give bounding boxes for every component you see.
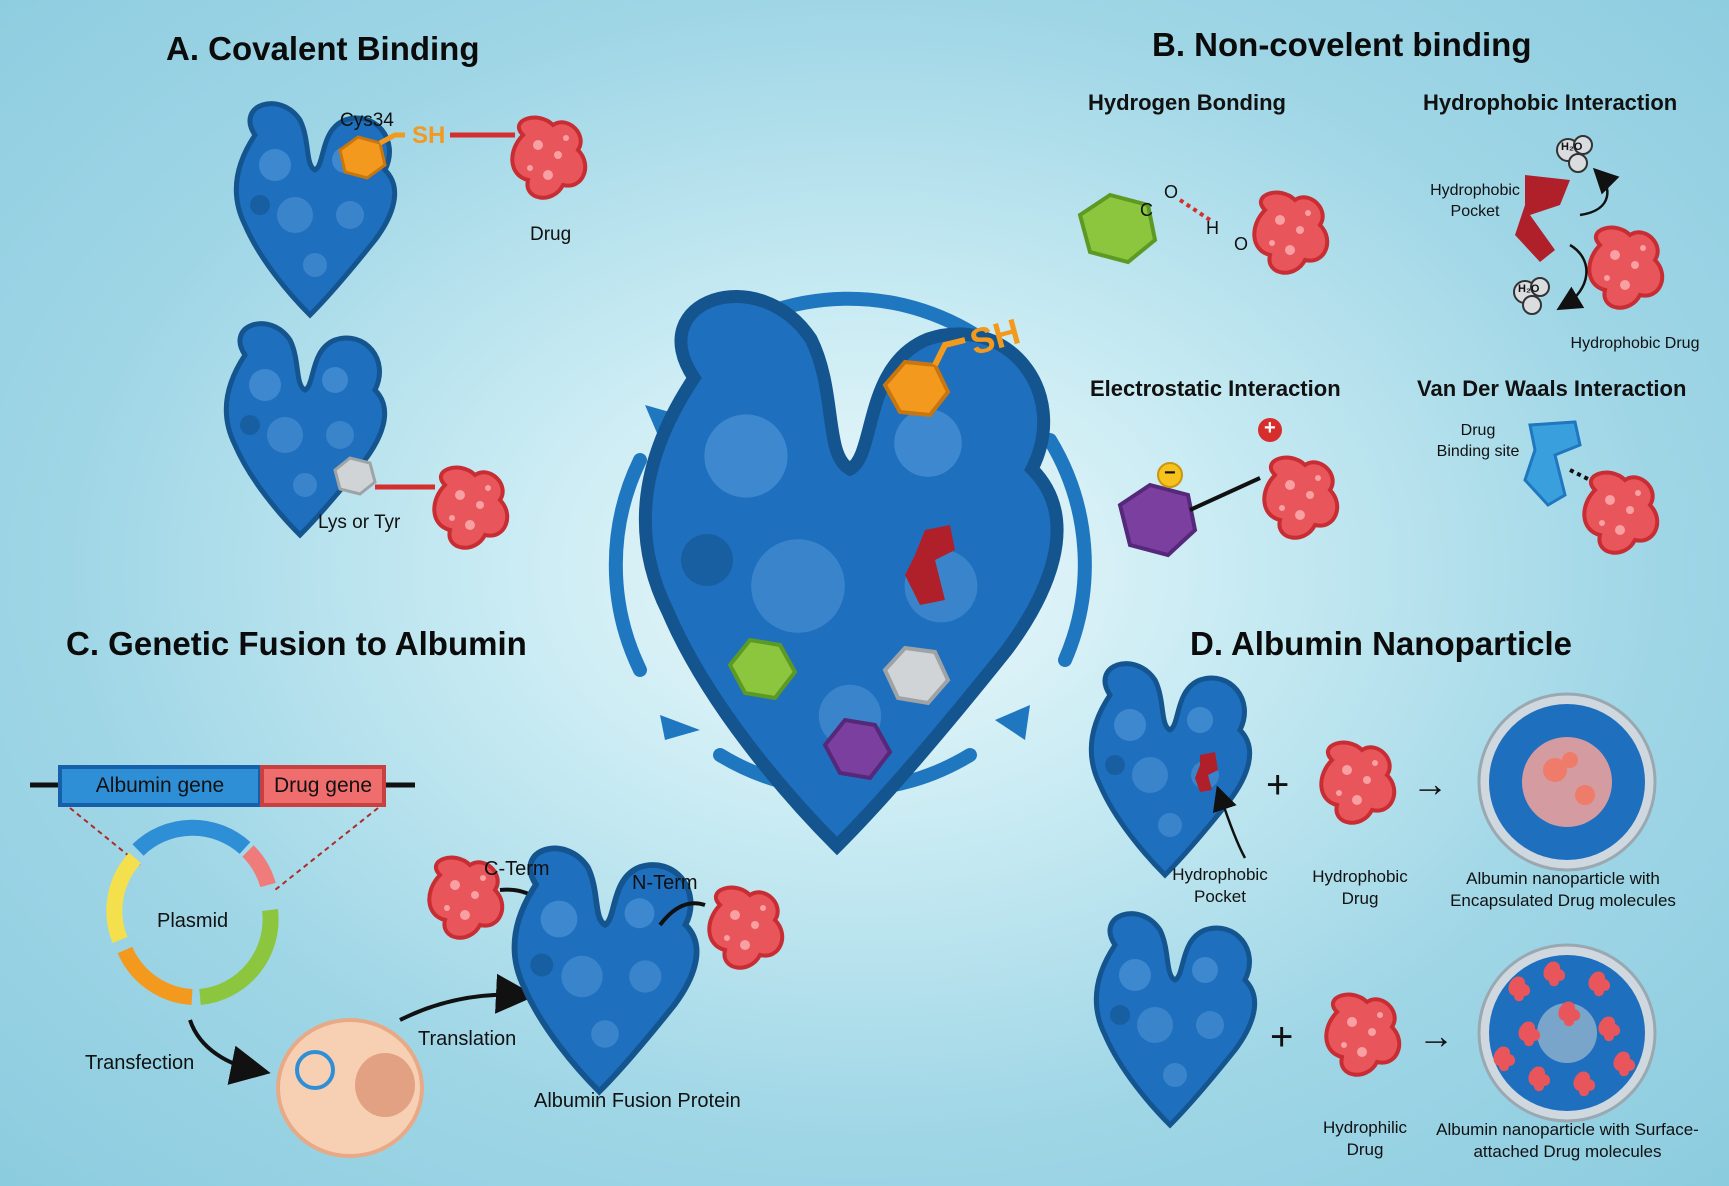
translation-label: Translation [418, 1028, 517, 1050]
c-term-label: C-Term [484, 858, 550, 880]
drug-binding-site-label: Drug Binding site [1436, 422, 1520, 460]
center-cys-hexagon [882, 359, 951, 418]
nanoparticle-surface [1477, 943, 1657, 1123]
vdw-interaction-title: Van Der Waals Interaction [1417, 376, 1687, 401]
section-a-title: A. Covalent Binding [166, 30, 480, 67]
hbond-dashed [1178, 198, 1212, 222]
water-label-1: H₂O [1561, 141, 1583, 153]
section-c-title: C. Genetic Fusion to Albumin [66, 625, 527, 662]
nano-encapsulated-label: Albumin nanoparticle with Encapsulated D… [1450, 869, 1676, 910]
nano-pocket-1 [1195, 752, 1218, 792]
plus-charge-label: + [1264, 417, 1276, 439]
fusion-drug-n [707, 885, 785, 970]
hydrophobic-drug [1587, 225, 1665, 310]
drug-gene-label: Drug gene [273, 774, 373, 797]
cys34-label: Cys34 [340, 110, 394, 131]
fusion-protein-label: Albumin Fusion Protein [534, 1090, 741, 1112]
translation-arrow [399, 973, 536, 1022]
albumin-covalent-2 [226, 324, 384, 535]
drug-gene-box [260, 765, 386, 807]
plus-sign-1: + [1266, 763, 1290, 807]
hydrophobic-pocket-shape [1515, 175, 1570, 262]
lys-tyr-label: Lys or Tyr [318, 512, 401, 533]
nano-drug-2 [1324, 992, 1402, 1077]
hydrophobic-drug-label: Hydrophobic Drug [1570, 335, 1700, 352]
plus-charge [1258, 418, 1282, 442]
drug-molecule-2 [432, 465, 510, 550]
water-molecule-2 [1513, 277, 1550, 315]
plus-sign-2: + [1270, 1015, 1294, 1059]
albumin-covalent-1 [236, 104, 394, 315]
center-purple-hexagon [822, 717, 893, 781]
n-term-link [658, 901, 706, 927]
section-b-title: B. Non-covelent binding [1152, 26, 1532, 63]
transfection-label: Transfection [85, 1052, 195, 1074]
lys-tyr-hexagon [333, 456, 377, 496]
cell [276, 1018, 424, 1158]
n-term-label: N-Term [632, 872, 698, 894]
arrow-1: → [1412, 763, 1448, 804]
transfection-arrow [188, 1019, 271, 1085]
water-molecule-1 [1556, 135, 1593, 173]
electro-drug [1262, 455, 1340, 540]
nano-drug-1 [1319, 740, 1397, 825]
water-arrow-1 [1579, 167, 1620, 217]
minus-charge [1157, 462, 1183, 488]
electro-bond [1189, 476, 1261, 512]
plasmid-label: Plasmid [157, 910, 229, 932]
electro-purple-hexagon [1117, 482, 1198, 558]
hydrogen-bonding-title: Hydrogen Bonding [1088, 90, 1286, 115]
atom-c: C [1140, 200, 1153, 220]
albumin-nano-1 [1091, 664, 1249, 875]
hbond-drug [1252, 190, 1330, 275]
atom-o2: O [1234, 234, 1249, 254]
drug-label: Drug [530, 224, 572, 245]
vdw-binding-site [1523, 420, 1582, 507]
center-green-hexagon [727, 637, 798, 701]
section-d-title: D. Albumin Nanoparticle [1190, 625, 1572, 662]
albumin-gene-box [58, 765, 262, 807]
pocket-pointer [1212, 785, 1247, 859]
nanoparticle-encapsulated [1477, 692, 1657, 872]
water-label-2: H₂O [1518, 283, 1540, 295]
hydrophobic-interaction-title: Hydrophobic Interaction [1423, 90, 1678, 115]
electrostatic-interaction-title: Electrostatic Interaction [1090, 376, 1341, 401]
nano-hydrophobic-drug-label: Hydrophobic Drug [1312, 867, 1408, 908]
atom-h: H [1206, 218, 1219, 238]
cys34-hexagon [338, 135, 387, 180]
center-sh-linker [932, 337, 966, 367]
nano-hydrophilic-drug-label: Hydrophilic Drug [1322, 1118, 1408, 1159]
minus-charge-label: − [1164, 462, 1176, 484]
arrow-2: → [1418, 1015, 1454, 1056]
vdw-drug [1582, 470, 1660, 555]
atom-o1: O [1164, 182, 1179, 202]
water-arrow-2 [1556, 243, 1588, 311]
hbond-green-hexagon [1077, 192, 1158, 265]
center-pocket [905, 525, 955, 605]
sh-label: SH [412, 122, 446, 149]
nano-surface-label: Albumin nanoparticle with Surface-attach… [1436, 1120, 1699, 1161]
albumin-gene-label: Albumin gene [95, 774, 225, 797]
cys-sh-linker [378, 132, 405, 146]
albumin-nano-2 [1096, 914, 1254, 1125]
drug-molecule-1 [510, 115, 588, 200]
center-grey-hexagon [882, 645, 951, 706]
nano-pocket-label: Hydrophobic Pocket [1172, 865, 1268, 906]
gene-dash-right [274, 807, 379, 891]
hydrophobic-pocket-label: Hydrophobic Pocket [1430, 182, 1520, 220]
plasmid-ring [106, 819, 279, 1005]
